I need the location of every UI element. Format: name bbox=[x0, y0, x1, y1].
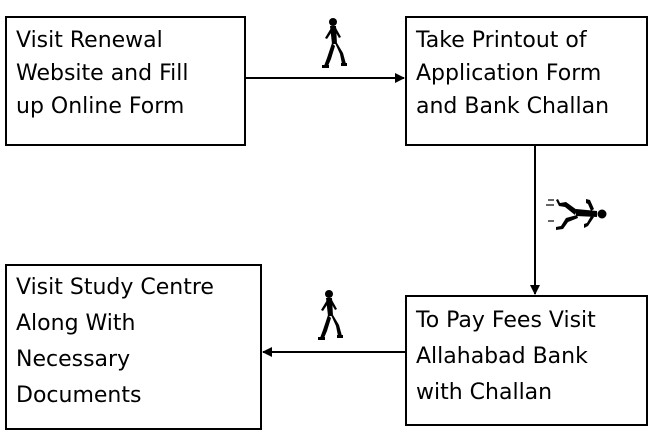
step-4-line-1: Visit Study Centre bbox=[16, 275, 214, 300]
step-1-line-2: Website and Fill bbox=[16, 61, 189, 86]
step-4-box: Visit Study Centre Along With Necessary … bbox=[5, 264, 262, 430]
step-2-line-3: and Bank Challan bbox=[416, 94, 610, 119]
step-4-line-3: Necessary bbox=[16, 347, 131, 372]
running-person-icon bbox=[546, 199, 607, 230]
step-2-box: Take Printout of Application Form and Ba… bbox=[405, 16, 648, 146]
step-3-box: To Pay Fees Visit Allahabad Bank with Ch… bbox=[405, 295, 648, 426]
step-2-line-1: Take Printout of bbox=[416, 28, 587, 53]
step-3-line-3: with Challan bbox=[416, 380, 553, 405]
step-2-line-2: Application Form bbox=[416, 61, 602, 86]
walking-person-icon bbox=[318, 290, 343, 340]
step-1-line-1: Visit Renewal bbox=[16, 28, 163, 53]
step-3-line-1: To Pay Fees Visit bbox=[416, 308, 596, 333]
step-4-line-4: Documents bbox=[16, 383, 142, 408]
step-1-box: Visit Renewal Website and Fill up Online… bbox=[5, 16, 246, 146]
step-3-line-2: Allahabad Bank bbox=[416, 344, 588, 369]
step-1-line-3: up Online Form bbox=[16, 94, 185, 119]
walking-person-icon bbox=[322, 18, 347, 68]
step-4-line-2: Along With bbox=[16, 311, 136, 336]
